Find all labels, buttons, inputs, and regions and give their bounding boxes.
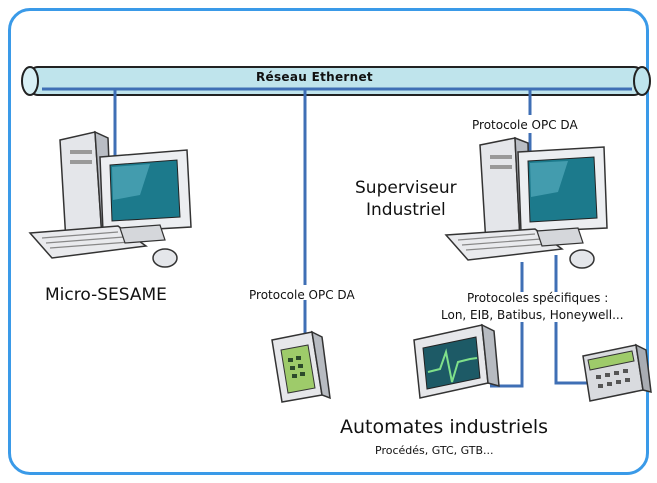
automate-touch-panel-icon bbox=[271, 330, 331, 403]
ethernet-network-label: Réseau Ethernet bbox=[256, 70, 373, 84]
specific-protocols-label: Protocoles spécifiques : bbox=[467, 291, 609, 305]
superviseur-label-line2: Industriel bbox=[366, 200, 446, 220]
automates-sublabel: Procédés, GTC, GTB... bbox=[375, 444, 494, 457]
micro-sesame-computer-icon bbox=[28, 130, 192, 268]
superviseur-label-line1: Superviseur bbox=[355, 178, 457, 198]
ethernet-bus bbox=[21, 66, 651, 96]
automate-keypad-icon bbox=[582, 343, 652, 402]
network-cables bbox=[113, 89, 595, 388]
micro-sesame-label: Micro-SESAME bbox=[45, 285, 167, 305]
automate-monitor-icon bbox=[413, 323, 500, 399]
automates-label: Automates industriels bbox=[340, 416, 549, 438]
opc-protocol-center-label: Protocole OPC DA bbox=[249, 288, 355, 302]
opc-protocol-right-label: Protocole OPC DA bbox=[472, 118, 578, 132]
specific-protocols-list: Lon, EIB, Batibus, Honeywell... bbox=[441, 308, 624, 322]
superviseur-computer-icon bbox=[444, 136, 608, 269]
